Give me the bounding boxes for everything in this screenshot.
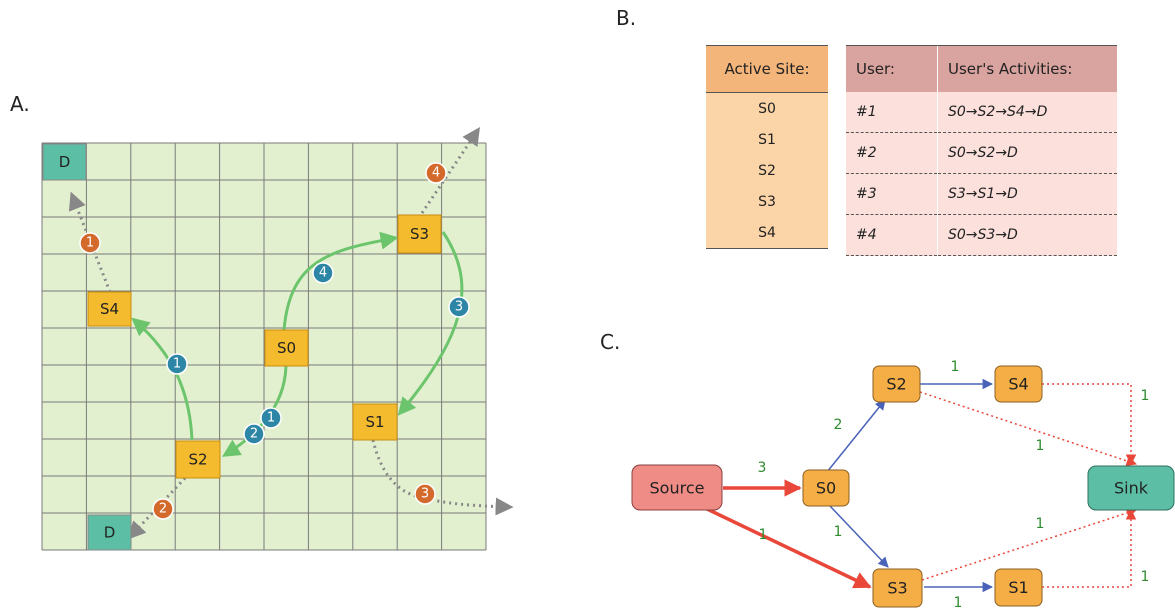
site-s0-label: S0 bbox=[277, 339, 296, 357]
node-source-label: Source bbox=[650, 479, 705, 498]
edge-label-s1-sink: 1 bbox=[1141, 569, 1150, 585]
node-sink: Sink bbox=[1087, 465, 1175, 511]
edge-label-s0-s3: 1 bbox=[834, 524, 843, 540]
site-s2-label: S2 bbox=[188, 451, 207, 469]
panel-label-a: A. bbox=[10, 92, 30, 116]
user-cell: #3 bbox=[846, 173, 938, 215]
edge-label-source-s0: 3 bbox=[758, 460, 767, 476]
site-s1-label: S1 bbox=[365, 413, 384, 431]
site-s4-label: S4 bbox=[100, 300, 119, 318]
destination-bottom-label: D bbox=[104, 524, 116, 542]
active-sites-header: Active Site: bbox=[706, 45, 828, 93]
blue-marker-1b: 1 bbox=[260, 407, 282, 429]
orange-marker-1: 1 bbox=[79, 232, 101, 254]
node-sink-label: Sink bbox=[1114, 479, 1149, 498]
table-row: #1 S0→S2→S4→D bbox=[846, 92, 1117, 133]
node-s0-label: S0 bbox=[816, 479, 836, 498]
site-s2: S2 bbox=[175, 440, 221, 479]
active-site-cell: S2 bbox=[706, 155, 828, 186]
active-site-cell: S3 bbox=[706, 186, 828, 217]
edge-s0-s2 bbox=[826, 399, 886, 473]
node-s3-label: S3 bbox=[887, 579, 907, 598]
active-site-cell: S1 bbox=[706, 124, 828, 155]
site-s1: S1 bbox=[352, 403, 398, 441]
grid-lines bbox=[41, 142, 487, 551]
node-s0: S0 bbox=[802, 469, 850, 507]
node-s1-label: S1 bbox=[1008, 578, 1028, 597]
site-s3-label: S3 bbox=[410, 225, 429, 243]
active-site-cell: S4 bbox=[706, 217, 828, 249]
node-s2: S2 bbox=[872, 365, 921, 403]
panel-label-c: C. bbox=[600, 330, 621, 354]
user-cell: #4 bbox=[846, 214, 938, 256]
blue-marker-3: 3 bbox=[448, 296, 470, 318]
user-cell: #2 bbox=[846, 132, 938, 174]
edge-s4-sink bbox=[1042, 383, 1137, 466]
path-s0-s3 bbox=[282, 231, 399, 331]
orange-marker-3: 3 bbox=[414, 483, 436, 505]
activities-cell: S0→S2→S4→D bbox=[937, 92, 1117, 133]
active-sites-table: Active Site: S0 S1 S2 S3 S4 bbox=[706, 45, 828, 249]
table-row: #4 S0→S3→D bbox=[846, 214, 1117, 256]
edge-label-s2-s4: 1 bbox=[951, 359, 960, 375]
orange-marker-1-text: 1 bbox=[86, 236, 94, 251]
exit-path-s2 bbox=[127, 476, 187, 540]
node-s2-label: S2 bbox=[886, 375, 906, 394]
orange-marker-2: 2 bbox=[152, 498, 174, 520]
edge-s2-sink bbox=[919, 391, 1137, 466]
user-column-header: User: bbox=[846, 45, 938, 92]
destination-top: D bbox=[42, 143, 87, 181]
panel-label-b: B. bbox=[616, 6, 637, 30]
node-source: Source bbox=[631, 464, 723, 511]
active-site-cell: S0 bbox=[706, 92, 828, 124]
site-s0: S0 bbox=[264, 329, 309, 367]
edge-label-s0-s2: 2 bbox=[834, 417, 843, 433]
destination-bottom: D bbox=[87, 514, 132, 551]
edge-s1-sink bbox=[1042, 508, 1137, 588]
blue-marker-1a: 1 bbox=[166, 353, 188, 375]
blue-marker-1b-text: 1 bbox=[267, 411, 275, 426]
site-map: D D S4 S0 S3 S1 S2 1 bbox=[41, 127, 514, 551]
edge-label-s3-sink: 1 bbox=[1036, 516, 1045, 532]
path-s2-s4 bbox=[131, 317, 194, 441]
table-row: #3 S3→S1→D bbox=[846, 173, 1117, 215]
edge-label-s3-s1: 1 bbox=[954, 595, 963, 611]
orange-marker-4-text: 4 bbox=[432, 166, 440, 181]
node-s3: S3 bbox=[872, 568, 923, 608]
user-activities-table: User: User's Activities: #1 S0→S2→S4→D #… bbox=[846, 45, 1117, 256]
blue-marker-1a-text: 1 bbox=[173, 357, 181, 372]
edge-label-s4-sink: 1 bbox=[1141, 388, 1150, 404]
user-cell: #1 bbox=[846, 92, 938, 133]
site-s3: S3 bbox=[397, 214, 442, 254]
edge-source-s3 bbox=[704, 506, 872, 589]
node-s4-label: S4 bbox=[1008, 375, 1028, 394]
table-row: #2 S0→S2→D bbox=[846, 132, 1117, 174]
node-s4: S4 bbox=[994, 365, 1043, 403]
edge-s0-s3 bbox=[829, 505, 889, 568]
activities-cell: S0→S3→D bbox=[937, 214, 1117, 256]
activities-cell: S3→S1→D bbox=[937, 173, 1117, 215]
blue-marker-4-text: 4 bbox=[319, 266, 327, 281]
blue-marker-3-text: 3 bbox=[455, 300, 463, 315]
destination-top-label: D bbox=[59, 153, 71, 171]
edge-label-source-s3: 1 bbox=[759, 527, 768, 543]
activities-column-header: User's Activities: bbox=[937, 45, 1117, 92]
blue-marker-2-text: 2 bbox=[250, 427, 258, 442]
orange-marker-4: 4 bbox=[425, 162, 447, 184]
orange-marker-3-text: 3 bbox=[421, 487, 429, 502]
orange-marker-2-text: 2 bbox=[159, 502, 167, 517]
site-s4: S4 bbox=[87, 291, 132, 327]
flow-graph: 3 1 2 1 1 1 1 1 1 1 Source S0 S2 S4 S3 bbox=[631, 359, 1175, 611]
blue-marker-4: 4 bbox=[312, 262, 334, 284]
node-s1: S1 bbox=[994, 568, 1043, 607]
activities-cell: S0→S2→D bbox=[937, 132, 1117, 174]
blue-marker-2: 2 bbox=[243, 423, 265, 445]
edge-label-s2-sink: 1 bbox=[1036, 438, 1045, 454]
